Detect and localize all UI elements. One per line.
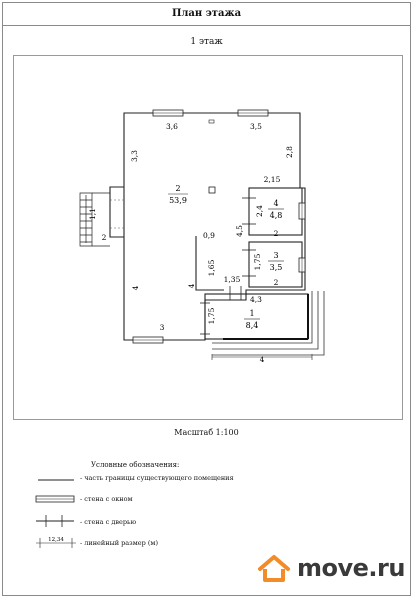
terrace-line [212, 291, 313, 344]
plan-frame [13, 55, 403, 420]
page-title: План этажа [3, 3, 410, 26]
room-3-number: 3 [273, 251, 278, 260]
floor-plan-sheet: План этажа 1 этаж Масштаб 1:100 Условные… [2, 2, 411, 596]
legend-sample-dimension: 12,34 [48, 537, 64, 543]
dim-1-35: 1,35 [224, 275, 241, 284]
dim-right-upper: 2,8 [285, 146, 294, 158]
legend-row: - линейный размер (м) [0, 539, 415, 557]
room-3-area: 3,5 [270, 263, 283, 272]
terrace-line [212, 291, 319, 350]
scale-label: Масштаб 1:100 [174, 428, 239, 437]
dim-left-upper: 3,3 [130, 150, 139, 162]
dim-top-right: 3,5 [250, 122, 262, 131]
dim-left-main: 4 [131, 285, 140, 290]
dim-bottom-4: 4 [260, 355, 265, 364]
dim-1-65: 1,65 [207, 259, 216, 276]
watermark-text: move.ru [297, 554, 405, 582]
legend-item: - линейный размер (м) [80, 539, 158, 547]
dim-room3-w: 2 [274, 278, 279, 287]
legend-row: - часть границы существующего помещения [0, 474, 415, 492]
legend-row: - стена с окном [0, 495, 415, 513]
watermark: move.ru [257, 548, 405, 588]
dim-room3-h: 1,75 [253, 253, 262, 270]
legend-item: - стена с дверью [80, 518, 137, 526]
dim-bottom-left: 3 [160, 323, 165, 332]
dim-mid-4: 4 [187, 283, 196, 288]
dim-4-5: 4,5 [235, 225, 244, 237]
room-4-number: 4 [273, 199, 278, 208]
dim-top-left: 3,6 [166, 122, 178, 131]
room-2-number: 2 [175, 184, 180, 193]
room-1-number: 1 [249, 309, 254, 318]
dim-room1-w: 4,3 [250, 295, 262, 304]
dim-2-15: 2,15 [264, 175, 281, 184]
room-4-area: 4,8 [270, 211, 283, 220]
legend-item: - часть границы существующего помещения [80, 474, 234, 482]
dim-room1-h: 1,75 [207, 307, 216, 324]
legend-title: Условные обозначения: [91, 461, 180, 469]
column-mark [208, 119, 215, 124]
room-2-area: 53,9 [169, 196, 187, 205]
dim-room4-h: 2,4 [255, 205, 264, 217]
legend-item: - стена с окном [80, 495, 133, 503]
column-mark [208, 186, 216, 194]
partition-wall [195, 236, 224, 291]
outer-wall [123, 112, 306, 341]
terrace-line [212, 291, 325, 356]
legend-row: - стена с дверью [0, 518, 415, 536]
room-1-area: 8,4 [246, 321, 259, 330]
stair-annex-wall [109, 186, 124, 238]
dim-stair-2: 2 [102, 233, 107, 242]
dim-room4-w: 2 [274, 229, 279, 238]
dim-stair-1-1: 1,1 [88, 208, 97, 220]
house-logo-icon [258, 555, 290, 582]
floor-label: 1 этаж [190, 37, 223, 47]
dim-0-9: 0,9 [203, 231, 215, 240]
